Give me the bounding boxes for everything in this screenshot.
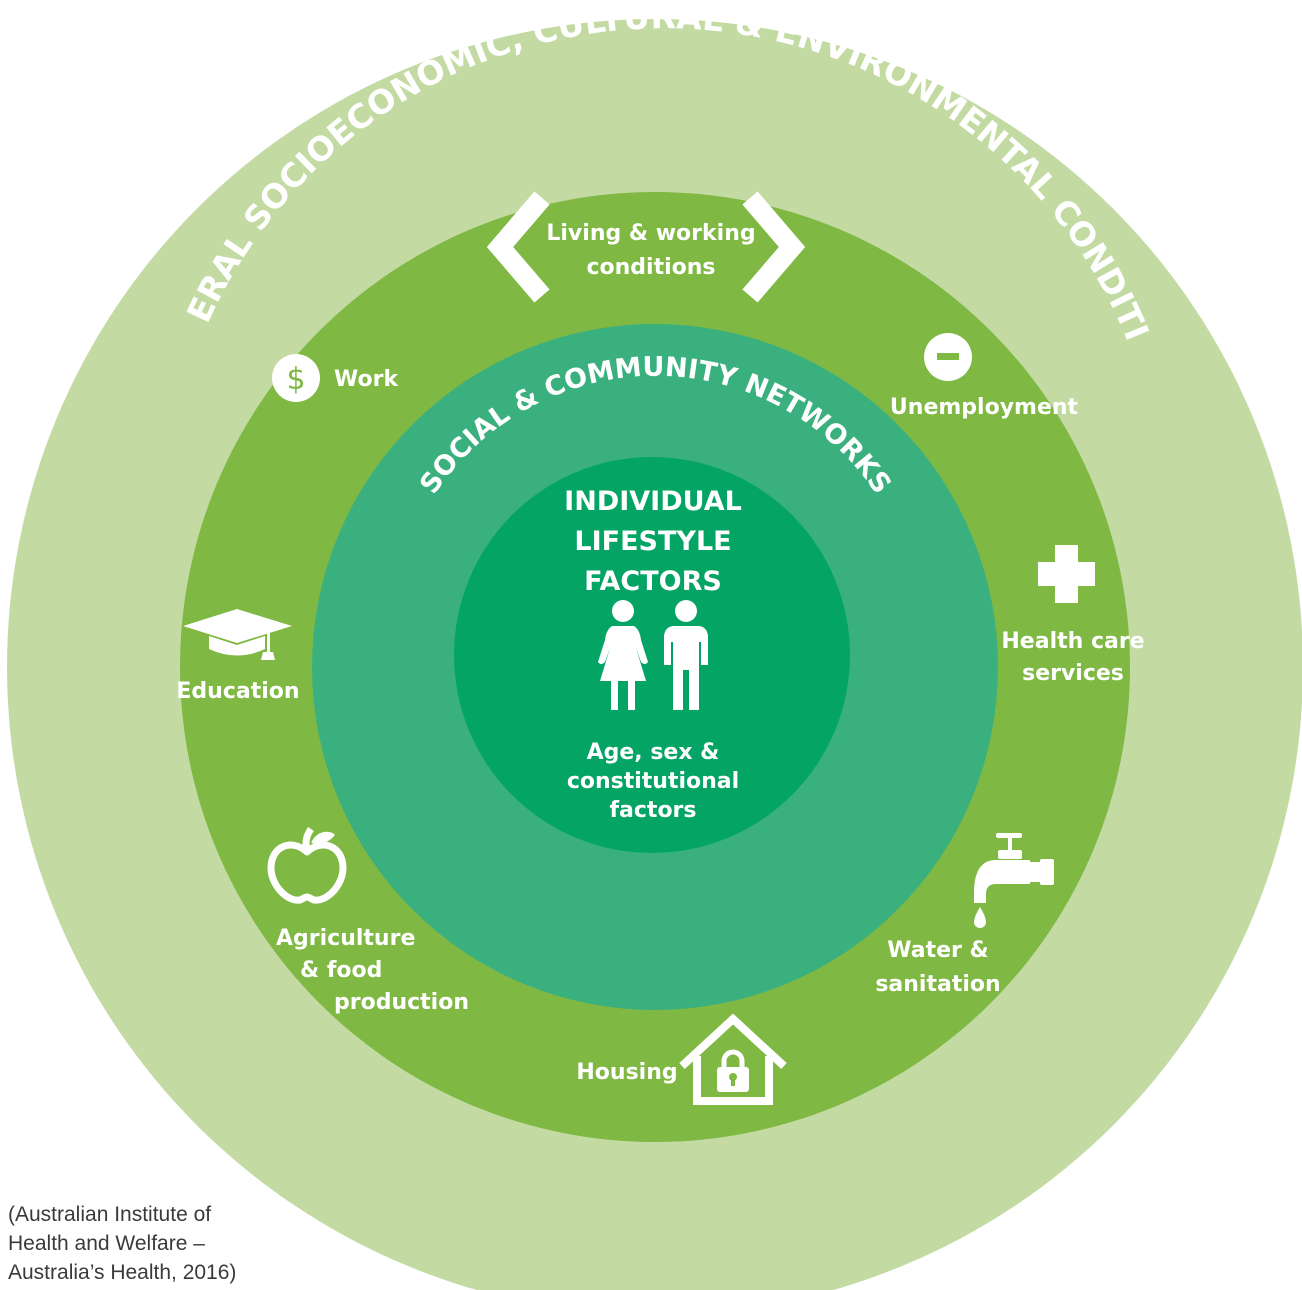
core-subtitle-line2: constitutional (567, 769, 739, 794)
citation-line3: Australia’s Health, 2016) (8, 1261, 237, 1284)
core-title-line2: LIFESTYLE (574, 526, 731, 557)
water-tap-icon (974, 833, 1054, 928)
water-label-line2: sanitation (875, 972, 1000, 997)
living-working-label-line1: Living & working (546, 221, 755, 246)
housing-factor: Housing (576, 1013, 787, 1105)
education-label: Education (176, 679, 299, 704)
woman-man-icon (598, 600, 708, 710)
health-care-label-line2: services (1022, 661, 1124, 686)
work-label: Work (334, 367, 399, 392)
source-citation: (Australian Institute of Health and Welf… (8, 1200, 308, 1287)
core-subtitle-line1: Age, sex & (587, 740, 720, 765)
unemployment-factor: Unemployment (890, 333, 1079, 420)
living-working-group: Living & working conditions (486, 191, 806, 303)
core-circle (454, 457, 850, 853)
core-title-line1: INDIVIDUAL (564, 486, 742, 517)
education-factor: Education (176, 609, 300, 704)
agriculture-label-line1: Agriculture (276, 926, 415, 951)
health-care-factor: Health care services (1001, 545, 1145, 686)
water-label-line1: Water & (887, 938, 988, 963)
dollar-coin-icon: $ (272, 354, 320, 402)
work-factor: $ Work (272, 354, 399, 402)
core-group: INDIVIDUAL LIFESTYLE FACTORS Age, sex & … (564, 486, 742, 823)
graduation-cap-icon (183, 609, 292, 660)
plus-cross-icon (1038, 545, 1095, 603)
water-factor: Water & sanitation (875, 833, 1054, 997)
agriculture-factor: Agriculture & food production (267, 826, 469, 1015)
core-subtitle-line3: factors (609, 798, 696, 823)
minus-circle-icon (924, 333, 972, 381)
agriculture-label-line3: production (334, 990, 469, 1015)
citation-line1: (Australian Institute of (8, 1203, 212, 1226)
agriculture-label-line2: & food (300, 958, 382, 983)
unemployment-label: Unemployment (890, 395, 1079, 420)
house-lock-icon (679, 1013, 787, 1105)
chevron-brackets-icon (486, 191, 806, 303)
living-working-label-line2: conditions (586, 255, 715, 280)
core-title-line3: FACTORS (584, 566, 722, 597)
apple-icon (267, 826, 347, 904)
housing-label: Housing (576, 1060, 677, 1085)
svg-text:$: $ (286, 362, 305, 397)
health-care-label-line1: Health care (1001, 629, 1144, 654)
citation-line2: Health and Welfare – (8, 1232, 205, 1255)
